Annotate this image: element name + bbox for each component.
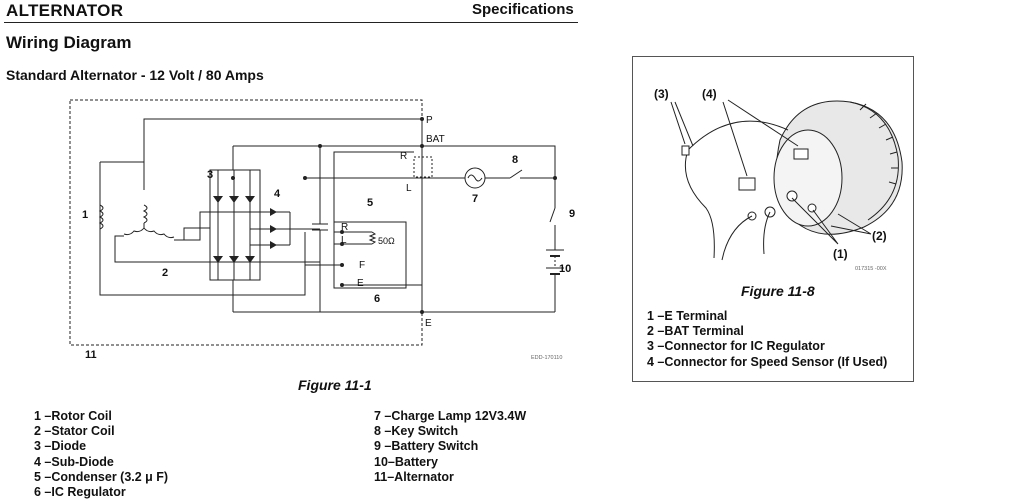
legend-item: 6 –IC Regulator bbox=[34, 485, 126, 500]
resistor-50 bbox=[368, 231, 377, 245]
legend-item: 11–Alternator bbox=[374, 469, 454, 484]
legend-item: 5 –Condenser (3.2 μ F) bbox=[34, 469, 169, 484]
diode-symbols bbox=[213, 196, 277, 263]
label-p: P bbox=[426, 115, 433, 126]
callout-2: (2) bbox=[872, 229, 887, 243]
figure-2-code: 017315 -00X bbox=[855, 266, 887, 272]
label-2: 2 bbox=[162, 267, 168, 279]
diode-bridge bbox=[209, 169, 261, 281]
label-3: 3 bbox=[207, 169, 213, 181]
alternator-boundary bbox=[69, 99, 423, 346]
figure-2-legend: 1 –E Terminal 2 –BAT Terminal 3 –Connect… bbox=[647, 309, 887, 370]
figure-1-legend-left: 1 –Rotor Coil 2 –Stator Coil 3 –Diode 4 … bbox=[34, 409, 168, 500]
label-10: 10 bbox=[559, 263, 571, 275]
legend-item: 1 –Rotor Coil bbox=[34, 409, 112, 423]
legend-item: 4 –Connector for Speed Sensor (If Used) bbox=[647, 354, 888, 369]
legend-item: 1 –E Terminal bbox=[647, 309, 728, 323]
legend-item: 10–Battery bbox=[374, 454, 438, 469]
legend-item: 3 –Diode bbox=[34, 439, 87, 454]
label-resistor: 50Ω bbox=[378, 236, 395, 246]
legend-item: 4 –Sub-Diode bbox=[34, 454, 114, 469]
label-9: 9 bbox=[569, 208, 575, 220]
callout-1: (1) bbox=[833, 247, 848, 261]
label-11: 11 bbox=[85, 349, 97, 361]
label-l-top: L bbox=[406, 183, 412, 194]
charge-lamp bbox=[464, 167, 486, 189]
label-e-bottom: E bbox=[425, 318, 432, 329]
header-rule bbox=[4, 22, 578, 23]
connector-rl bbox=[413, 156, 433, 178]
label-r-ic: R bbox=[341, 222, 348, 233]
callout-3: (3) bbox=[654, 87, 669, 101]
key-switch bbox=[509, 169, 523, 179]
legend-item: 9 –Battery Switch bbox=[374, 439, 479, 454]
alternator-illustration: (3) (4) (1) (2) 017315 -00X bbox=[654, 87, 903, 272]
callout-4: (4) bbox=[702, 87, 717, 101]
legend-item: 8 –Key Switch bbox=[374, 424, 459, 439]
junction-dots bbox=[231, 117, 557, 314]
figure-code: EDD-170110 bbox=[531, 355, 562, 361]
p-wire bbox=[143, 118, 422, 190]
label-l-ic: L bbox=[341, 235, 347, 246]
figure-2-caption: Figure 11-8 bbox=[741, 283, 815, 299]
bat-wire bbox=[233, 145, 556, 208]
label-1: 1 bbox=[82, 209, 88, 221]
legend-item: 7 –Charge Lamp 12V3.4W bbox=[374, 409, 527, 423]
label-7: 7 bbox=[472, 193, 478, 205]
figure-1-legend-right: 7 –Charge Lamp 12V3.4W 8 –Key Switch 9 –… bbox=[374, 409, 526, 485]
label-4: 4 bbox=[274, 188, 281, 200]
label-5: 5 bbox=[367, 197, 373, 209]
legend-item: 3 –Connector for IC Regulator bbox=[647, 339, 825, 354]
label-f-ic: F bbox=[359, 260, 365, 271]
subtitle: Standard Alternator - 12 Volt / 80 Amps bbox=[6, 67, 264, 83]
label-r-top: R bbox=[400, 151, 407, 162]
figure-1-caption: Figure 11-1 bbox=[298, 377, 372, 393]
stator-coil bbox=[142, 204, 148, 224]
figure-2-panel bbox=[632, 56, 914, 382]
label-bat: BAT bbox=[426, 134, 445, 145]
header-title: ALTERNATOR bbox=[6, 1, 124, 20]
label-e-ic: E bbox=[357, 278, 364, 289]
label-6: 6 bbox=[374, 293, 380, 305]
legend-item: 2 –Stator Coil bbox=[34, 424, 115, 439]
rotor-coil bbox=[98, 204, 104, 230]
legend-item: 2 –BAT Terminal bbox=[647, 324, 744, 339]
battery-switch bbox=[549, 207, 556, 223]
label-8: 8 bbox=[512, 154, 518, 166]
section-title: Wiring Diagram bbox=[6, 33, 132, 52]
ic-regulator bbox=[333, 221, 407, 289]
header-section: Specifications bbox=[472, 1, 574, 18]
wiring-diagram: 1 2 3 4 5 6 7 8 9 10 11 P BAT R L R L F … bbox=[69, 99, 575, 361]
